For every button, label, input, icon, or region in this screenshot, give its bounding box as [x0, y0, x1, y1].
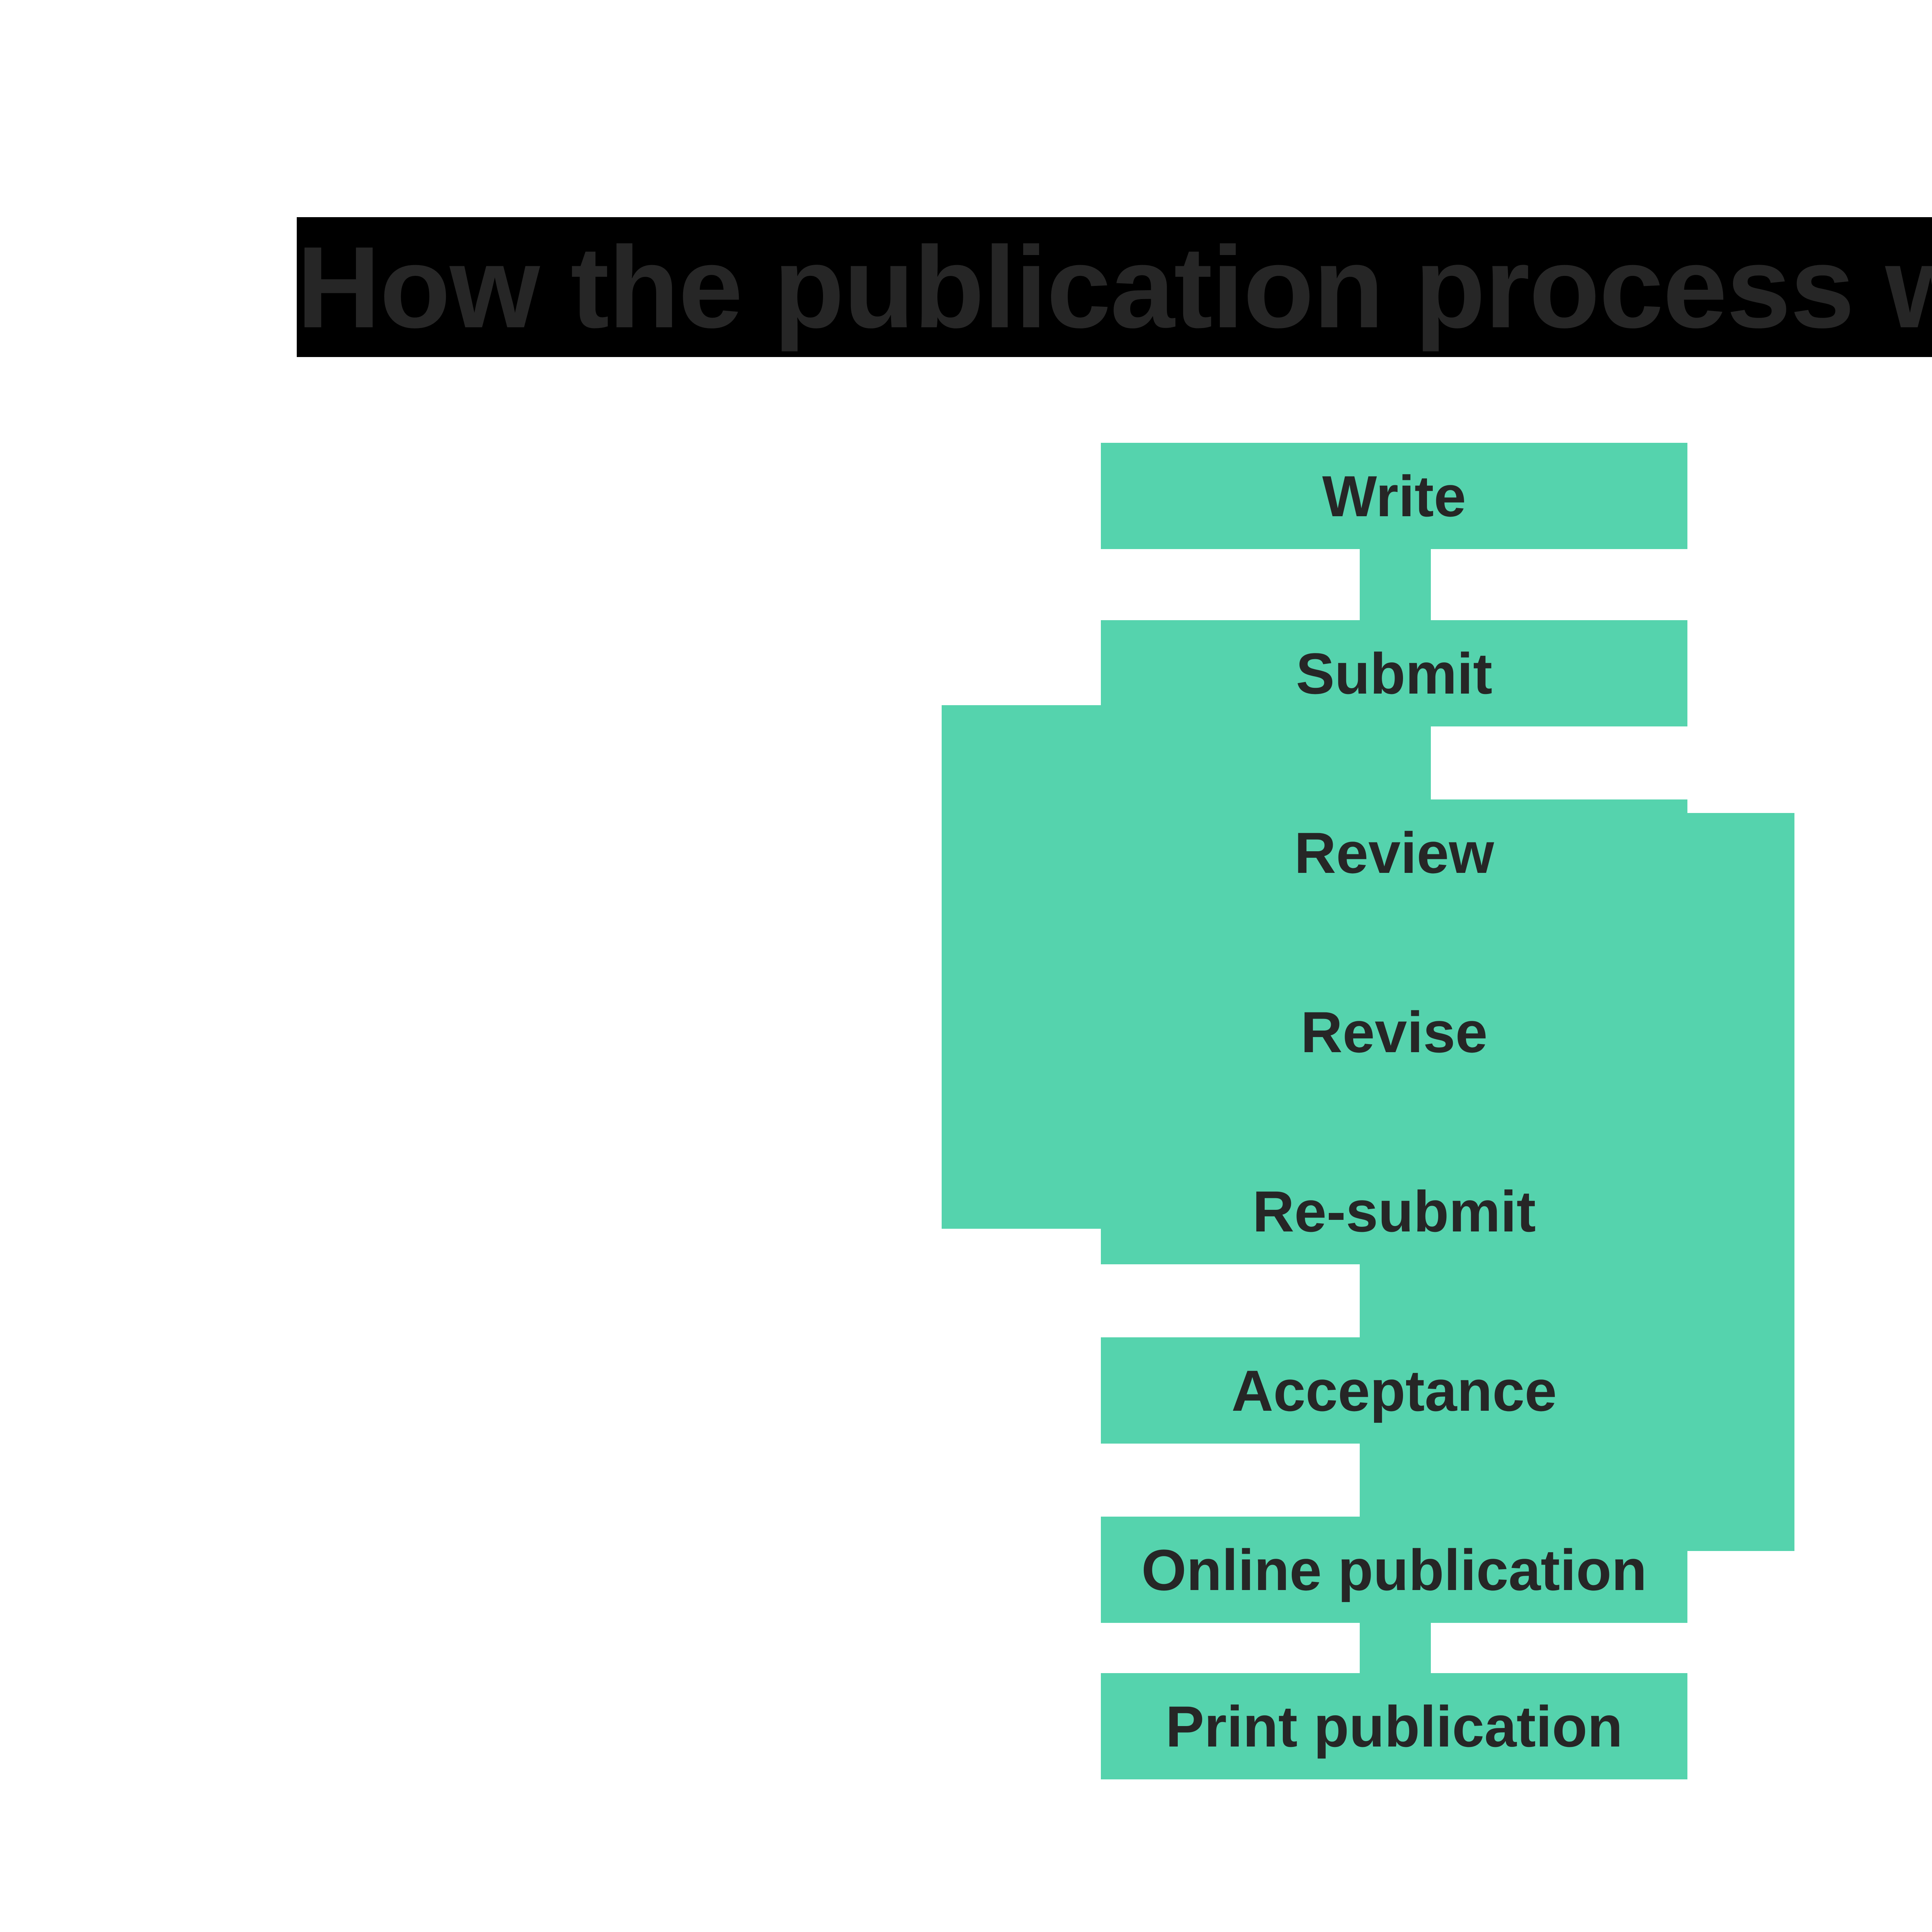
- node-review[interactable]: [1101, 799, 1687, 906]
- connector-write-submit: [1360, 549, 1431, 621]
- node-resubmit[interactable]: [1101, 1158, 1687, 1264]
- connector-online-print: [1360, 1623, 1431, 1673]
- connector-resubmit-acceptance: [1360, 1264, 1431, 1338]
- node-acceptance[interactable]: [1101, 1337, 1687, 1444]
- node-write[interactable]: [1101, 443, 1687, 549]
- node-revise[interactable]: [1101, 979, 1687, 1085]
- page-title: How the publication process works: [297, 222, 1932, 352]
- node-print-publication[interactable]: [1101, 1673, 1687, 1779]
- connector-acceptance-online: [1360, 1444, 1431, 1517]
- loop-left-arm: [942, 705, 1367, 1229]
- node-online-publication[interactable]: [1101, 1517, 1687, 1623]
- connector-revise-resubmit: [1360, 1085, 1431, 1158]
- connector-submit-review: [1360, 726, 1431, 800]
- title-bar: [297, 217, 1932, 357]
- node-submit[interactable]: [1101, 620, 1687, 726]
- connector-review-revise: [1360, 906, 1431, 979]
